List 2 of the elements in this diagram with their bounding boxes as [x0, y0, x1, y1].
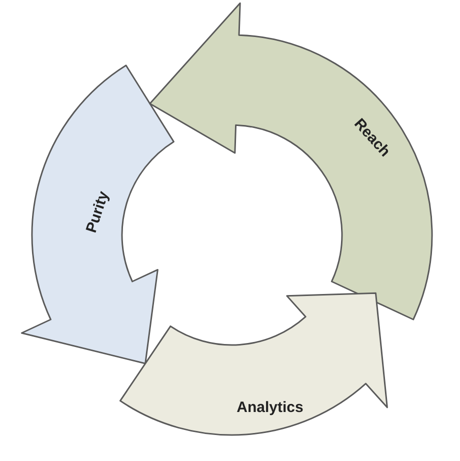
segment-label: Purity — [82, 188, 113, 236]
segment-label: Analytics — [236, 398, 304, 418]
